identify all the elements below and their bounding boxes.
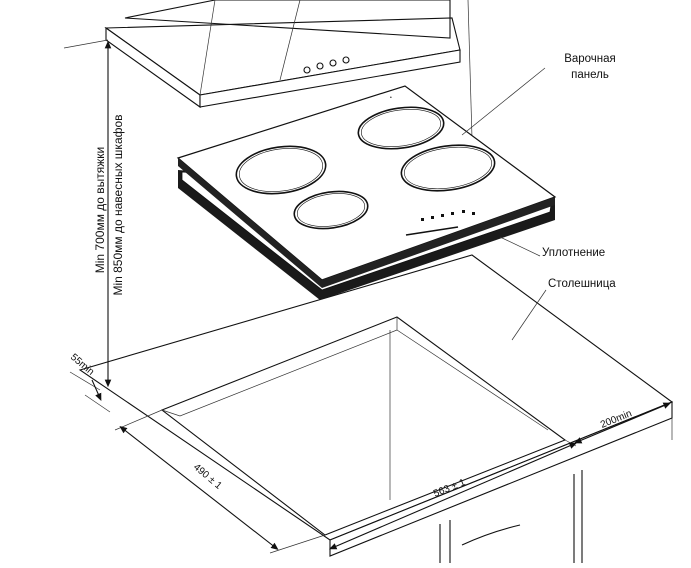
burner-rings	[235, 106, 496, 230]
hood-clearance-label: Min 700мм до вытяжки	[93, 147, 107, 274]
countertop-label: Столешница	[548, 278, 616, 290]
hob-callout: Варочная панель	[461, 53, 616, 136]
countertop	[78, 254, 674, 563]
touch-sensor-strip-icon	[405, 210, 475, 236]
height-dimension: Min 700мм до вытяжки Min 850мм до навесн…	[63, 39, 125, 388]
front-margin-dimension: 55min	[68, 352, 111, 413]
depth-dimension: 490 ± 1	[114, 409, 326, 554]
cooker-hood	[104, 0, 473, 139]
seal-label: Уплотнение	[542, 247, 605, 259]
depth-label: 490 ± 1	[191, 462, 224, 492]
knob-dots-icon	[303, 56, 350, 74]
front-margin-label: 55min	[68, 352, 96, 378]
brand-mark: •	[390, 95, 392, 101]
hob-label-line2: панель	[571, 69, 609, 81]
cooktop: •	[176, 85, 557, 300]
countertop-callout: Столешница	[511, 278, 616, 341]
seal-callout: Уплотнение	[499, 236, 605, 259]
cabinet-clearance-label: Min 850мм до навесных шкафов	[111, 114, 125, 295]
hob-label-line1: Варочная	[564, 53, 616, 65]
